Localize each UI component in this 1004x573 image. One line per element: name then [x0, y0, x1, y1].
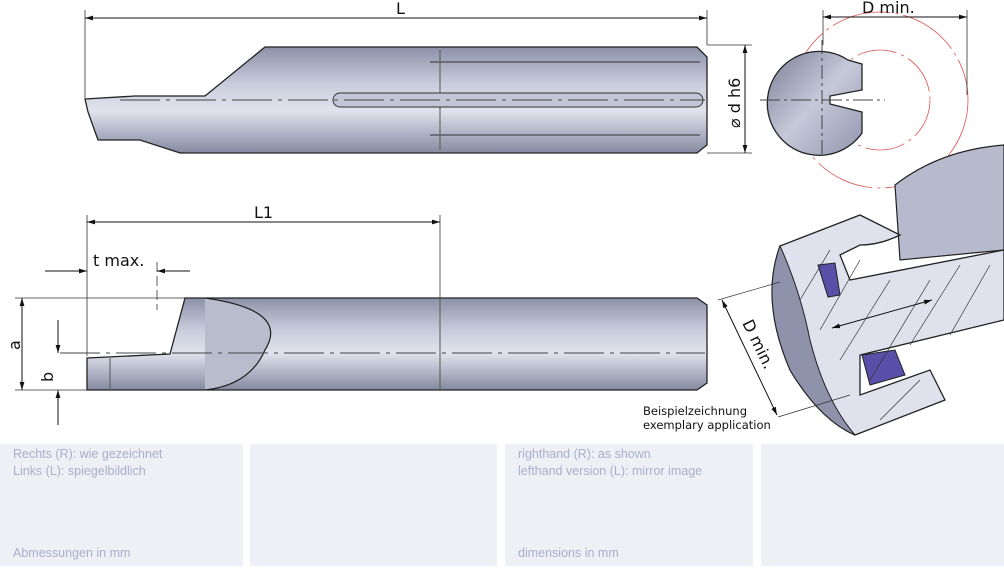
- height-b-label: b: [38, 372, 57, 382]
- note-units-en: dimensions in mm: [518, 546, 619, 560]
- depth-tmax-label: t max.: [93, 251, 144, 270]
- note-lefthand-en: lefthand version (L): mirror image: [518, 464, 703, 478]
- notes-panel-english: righthand (R): as shown lefthand version…: [505, 444, 753, 566]
- dimension-diameter: ⌀ d h6: [707, 44, 752, 154]
- dimension-L1: L1: [86, 203, 441, 356]
- height-a-label: a: [5, 340, 24, 350]
- dimension-a-b: a b: [5, 297, 185, 425]
- caption-english: exemplary application: [643, 418, 771, 432]
- diameter-label: ⌀ d h6: [725, 78, 744, 128]
- application-dmin-label: D min.: [738, 316, 778, 372]
- note-righthand-de: Rechts (R): wie gezeichnet: [13, 447, 163, 461]
- caption-german: Beispielzeichnung: [643, 404, 747, 418]
- length-L-label: L: [396, 0, 405, 18]
- note-units-de: Abmessungen in mm: [13, 546, 131, 560]
- empty-panel-1: [250, 444, 497, 566]
- bore-dmin-label: D min.: [862, 0, 915, 17]
- application-illustration: D min. Beispielzeichnung exemplary appli…: [643, 144, 1004, 436]
- technical-drawing: L ⌀ d h6 D min. L1 t max.: [5, 0, 1004, 436]
- notes-panel-german: Rechts (R): wie gezeichnet Links (L): sp…: [0, 444, 243, 566]
- dimension-L: L: [84, 0, 708, 98]
- length-L1-label: L1: [254, 203, 273, 222]
- side-view-tool: [60, 297, 708, 391]
- dimension-t-max: t max.: [45, 251, 190, 310]
- note-righthand-en: righthand (R): as shown: [518, 447, 651, 461]
- empty-panel-2: [761, 444, 1004, 566]
- end-view: D min.: [760, 0, 969, 189]
- top-view-tool: [84, 46, 708, 154]
- note-lefthand-de: Links (L): spiegelbildlich: [13, 464, 146, 478]
